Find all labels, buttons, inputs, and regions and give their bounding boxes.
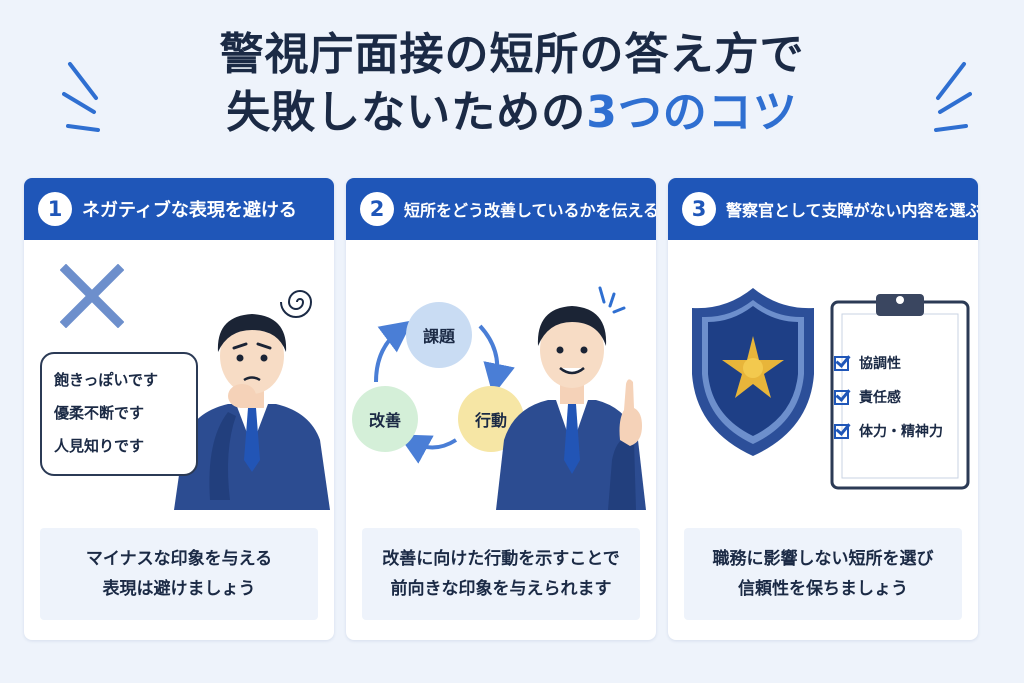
police-shield-icon [692,288,814,456]
tip-card-1-caption: マイナスな印象を与える 表現は避けましょう [40,528,318,620]
caption-line-1: 改善に向けた行動を示すことで [382,549,620,569]
tip-number-2: 2 [360,192,394,226]
tip-card-3-illustration: 協調性 責任感 体力・精神力 [668,240,978,510]
cycle-arrows-icon [374,320,515,464]
caption-line-1: 職務に影響しない短所を選び [712,549,934,569]
tip-card-2-caption: 改善に向けた行動を示すことで 前向きな印象を与えられます [362,528,640,620]
confusion-swirl-icon [280,290,313,318]
tip-card-1-illustration: 飽きっぽいです 優柔不断です 人見知りです [24,240,334,510]
checklist-item-label: 体力・精神力 [859,424,943,440]
emphasis-burst-right-icon [934,62,972,132]
checkbox-icon [834,389,849,405]
checkbox-icon [834,423,849,439]
tip-card-1: 1 ネガティブな表現を避ける 飽きっぽいです [24,178,334,640]
title-line-1: 警視庁面接の短所の答え方で [219,29,805,80]
checkbox-icon [834,355,849,371]
bubble-line-1: 飽きっぽいです [54,371,158,389]
clipboard-icon [830,294,970,490]
tip-card-2-heading: 短所をどう改善しているかを伝える [404,201,656,220]
caption-line-2: 前向きな印象を与えられます [390,579,612,599]
smiling-businessman [496,286,646,510]
title-line-2: 失敗しないための3つのコツ [0,84,1024,142]
checklist-item-label: 協調性 [859,356,901,372]
checklist-item: 協調性 [834,346,943,380]
tip-card-1-header: 1 ネガティブな表現を避ける [24,178,334,240]
page-title: 警視庁面接の短所の答え方で 失敗しないための3つのコツ [0,26,1024,142]
caption-line-2: 表現は避けましょう [102,579,256,599]
cross-icon [60,264,124,328]
tip-number-3: 3 [682,192,716,226]
tip-card-2-illustration: 課題 行動 改善 [346,240,656,510]
bubble-line-2: 優柔不断です [54,404,145,422]
tip-card-3-heading: 警察官として支障がない内容を選ぶ [726,201,978,220]
checklist-item: 体力・精神力 [834,414,943,448]
checklist-item: 責任感 [834,380,943,414]
emphasis-burst-left-icon [62,62,100,132]
tip-card-3: 3 警察官として支障がない内容を選ぶ 協調性 責任感 [668,178,978,640]
title-line-2-accent: 3つのコツ [586,87,798,138]
speech-bubble: 飽きっぽいです 優柔不断です 人見知りです [40,352,198,476]
checklist: 協調性 責任感 体力・精神力 [834,346,943,448]
tip-card-3-header: 3 警察官として支障がない内容を選ぶ [668,178,978,240]
cycle-node-issue: 課題 [406,302,472,368]
caption-line-1: マイナスな印象を与える [85,549,273,569]
cycle-node-improvement: 改善 [352,386,418,452]
tip-card-2-header: 2 短所をどう改善しているかを伝える [346,178,656,240]
tip-card-1-heading: ネガティブな表現を避ける [82,200,297,221]
caption-line-2: 信頼性を保ちましょう [738,579,908,599]
tip-card-3-caption: 職務に影響しない短所を選び 信頼性を保ちましょう [684,528,962,620]
bubble-line-3: 人見知りです [54,437,145,455]
tip-number-1: 1 [38,192,72,226]
title-line-2-prefix: 失敗しないための [226,87,587,138]
tip-card-2: 2 短所をどう改善しているかを伝える 課題 行動 改善 [346,178,656,640]
worried-businessman [174,314,330,510]
checklist-item-label: 責任感 [859,390,901,406]
